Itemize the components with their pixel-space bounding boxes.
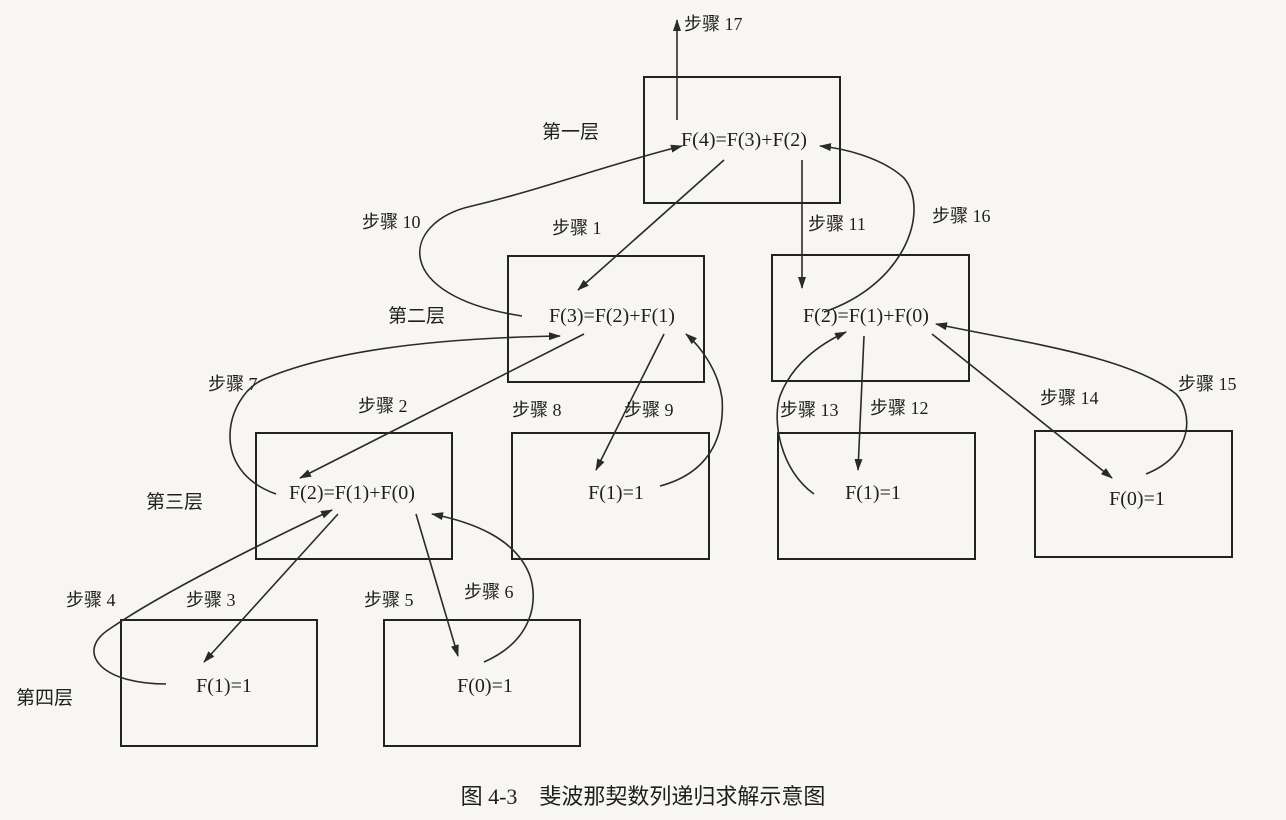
node-f1-right-layer3: F(1)=1	[845, 482, 901, 504]
arrow-step-10	[419, 144, 683, 317]
step-label-6: 步骤 6	[464, 582, 514, 602]
node-box-f3	[507, 255, 705, 383]
step-label-2: 步骤 2	[358, 396, 408, 416]
node-f0-layer4: F(0)=1	[457, 675, 513, 697]
node-box-f2-left	[255, 432, 453, 560]
arrow-step-4	[93, 509, 333, 685]
step-label-1: 步骤 1	[552, 218, 602, 238]
step-label-4: 步骤 4	[66, 590, 116, 610]
arrow-step-6	[431, 512, 534, 663]
arrow-step-7	[229, 332, 561, 495]
step-label-10: 步骤 10	[362, 212, 421, 232]
node-f2-right: F(2)=F(1)+F(0)	[803, 305, 929, 327]
node-f2-left: F(2)=F(1)+F(0)	[289, 482, 415, 504]
arrow-step-8	[595, 333, 665, 471]
node-box-f2-right	[771, 254, 970, 382]
step-label-15: 步骤 15	[1178, 374, 1237, 394]
arrow-step-13	[776, 331, 847, 495]
layer-label-1: 第一层	[542, 121, 599, 143]
node-f4: F(4)=F(3)+F(2)	[681, 129, 807, 151]
arrow-step-14	[931, 333, 1113, 479]
arrow-step-12	[854, 335, 865, 471]
layer-label-2: 第二层	[388, 305, 445, 327]
step-label-9: 步骤 9	[624, 400, 674, 420]
arrow-step-5	[415, 513, 459, 657]
node-f1-layer3: F(1)=1	[588, 482, 644, 504]
node-f0-right-layer3: F(0)=1	[1109, 488, 1165, 510]
arrow-step-3	[203, 513, 339, 663]
step-label-13: 步骤 13	[780, 400, 839, 420]
step-label-11: 步骤 11	[808, 214, 866, 234]
arrow-step-1	[577, 159, 725, 291]
node-box-f1-layer4	[120, 619, 318, 747]
node-f1-layer4: F(1)=1	[196, 675, 252, 697]
arrow-step-15	[935, 322, 1188, 475]
arrow-step-9	[659, 333, 724, 487]
step-label-12: 步骤 12	[870, 398, 929, 418]
node-f3: F(3)=F(2)+F(1)	[549, 305, 675, 327]
layer-label-4: 第四层	[16, 687, 73, 709]
node-box-f1-right-layer3	[777, 432, 976, 560]
figure-caption: 图 4-3 斐波那契数列递归求解示意图	[461, 784, 826, 809]
node-box-f0-right-layer3	[1034, 430, 1233, 558]
step-label-5: 步骤 5	[364, 590, 414, 610]
node-box-f1-layer3	[511, 432, 710, 560]
arrow-step-2	[299, 333, 585, 479]
step-label-3: 步骤 3	[186, 590, 236, 610]
arrow-step-16	[819, 143, 915, 313]
node-box-f4	[643, 76, 841, 204]
step-label-17: 步骤 17	[684, 14, 743, 34]
layer-label-3: 第三层	[146, 491, 203, 513]
step-label-8: 步骤 8	[512, 400, 562, 420]
step-label-7: 步骤 7	[208, 374, 258, 394]
step-label-14: 步骤 14	[1040, 388, 1099, 408]
node-box-f0-layer4	[383, 619, 581, 747]
step-label-16: 步骤 16	[932, 206, 991, 226]
